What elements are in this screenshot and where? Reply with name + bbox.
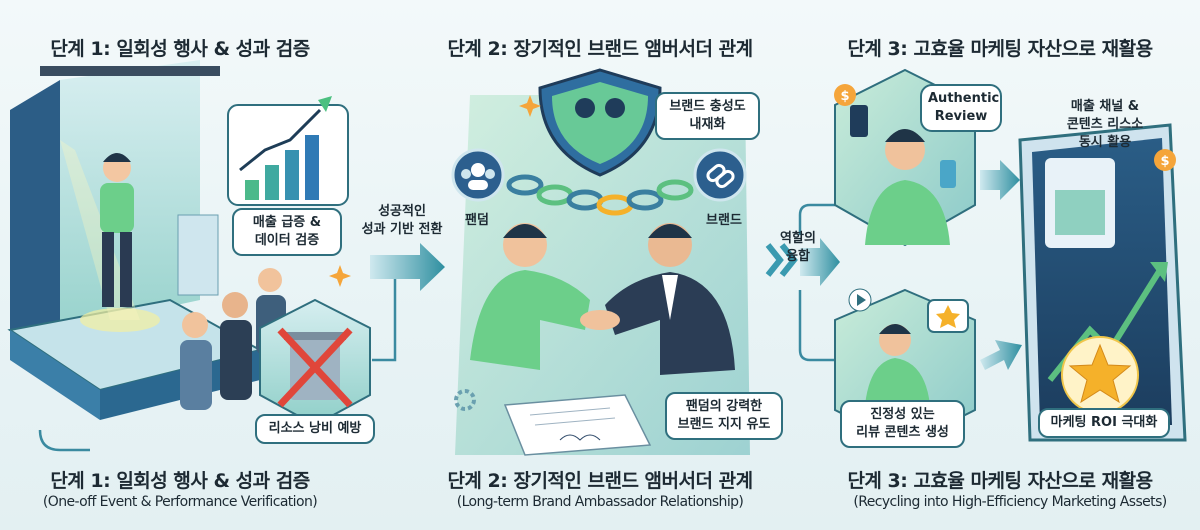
connector-line (798, 290, 835, 362)
brand-label: 브랜드 (706, 213, 742, 228)
connector-line (798, 203, 835, 235)
callout-line: Review (934, 109, 988, 124)
callout-line: Authentic (928, 91, 1000, 106)
callout-line: 매출 급증 & (252, 215, 322, 230)
tablet-screen (1018, 123, 1187, 442)
svg-text:$: $ (1160, 154, 1169, 169)
stage1-heading: 단계 1: 일회성 행사 & 성과 검증 (50, 38, 310, 60)
callout-line: 브랜드 지지 유도 (677, 417, 771, 432)
arrow-to-tablet (980, 340, 1022, 370)
trash-cancel-icon (259, 298, 371, 427)
callout-line: 데이터 검증 (254, 233, 320, 248)
star-roi-icon (1061, 336, 1139, 414)
authentic-content-callout: 진정성 있는 리뷰 콘텐츠 생성 (840, 400, 965, 448)
label-line: 성공적인 (378, 204, 426, 219)
roi-maximize-callout: 마케팅 ROI 극대화 (1038, 408, 1170, 438)
callout-line: 팬덤의 강력한 (685, 399, 763, 414)
fandom-label: 팬덤 (465, 213, 489, 228)
sales-chart-bubble (227, 96, 349, 206)
dollar-coin-icon: $ $ (834, 84, 1176, 171)
sparkle-icon (329, 95, 541, 287)
label-line: 매출 채널 & (1070, 99, 1140, 114)
stage-connector-line (38, 429, 90, 452)
waste-prevention-callout: 리소스 낭비 예방 (255, 414, 375, 444)
fan-support-callout: 팬덤의 강력한 브랜드 지지 유도 (665, 392, 783, 440)
authentic-review-bubble: Authentic Review (920, 84, 1002, 132)
connector-line (372, 275, 397, 362)
stage3-subtitle: (Recycling into High-Efficiency Marketin… (853, 494, 1167, 510)
stage2-heading: 단계 2: 장기적인 브랜드 앰버서더 관계 (447, 38, 753, 60)
transition-label-2: 역할의 융합 (770, 230, 826, 266)
sales-surge-callout: 매출 급증 & 데이터 검증 (232, 208, 342, 256)
stage2-title: 단계 2: 장기적인 브랜드 앰버서더 관계 (447, 470, 753, 492)
gear-icon (454, 389, 476, 411)
transition-arrow-1 (370, 243, 445, 291)
label-line: 동시 활용 (1078, 135, 1132, 150)
speaker-person (100, 153, 134, 307)
stage3-title: 단계 3: 고효율 마케팅 자산으로 재활용 (847, 470, 1153, 492)
transition-label-1: 성공적인 성과 기반 전환 (352, 203, 452, 239)
podium (177, 214, 219, 296)
stage2-subtitle: (Long-term Brand Ambassador Relationship… (456, 494, 744, 510)
contract-document (503, 394, 652, 456)
shield-icon (538, 68, 662, 177)
brand-link-icon (693, 148, 747, 202)
callout-line: 브랜드 충성도 (669, 99, 746, 114)
handshake-people (470, 223, 735, 375)
arrow-to-tablet (980, 160, 1020, 200)
label-line: 융합 (786, 249, 810, 264)
fandom-people-icon (451, 148, 505, 202)
transition-arrow-2 (765, 238, 840, 286)
callout-line: 진정성 있는 (870, 407, 935, 422)
label-line: 역할의 (780, 231, 816, 246)
label-line: 콘텐츠 리스소 (1066, 117, 1144, 132)
chain (506, 174, 694, 216)
stage3-heading: 단계 3: 고효율 마케팅 자산으로 재활용 (847, 38, 1153, 60)
svg-text:$: $ (840, 89, 849, 104)
brand-loyalty-callout: 브랜드 충성도 내재화 (655, 92, 760, 140)
callout-line: 내재화 (689, 117, 726, 132)
stage1-title: 단계 1: 일회성 행사 & 성과 검증 (50, 470, 310, 492)
channel-usage-label: 매출 채널 & 콘텐츠 리스소 동시 활용 (1040, 98, 1170, 152)
callout-line: 리뷰 콘텐츠 생성 (856, 425, 949, 440)
stage1-subtitle: (One-off Event & Performance Verificatio… (42, 494, 318, 510)
label-line: 성과 기반 전환 (361, 222, 443, 237)
